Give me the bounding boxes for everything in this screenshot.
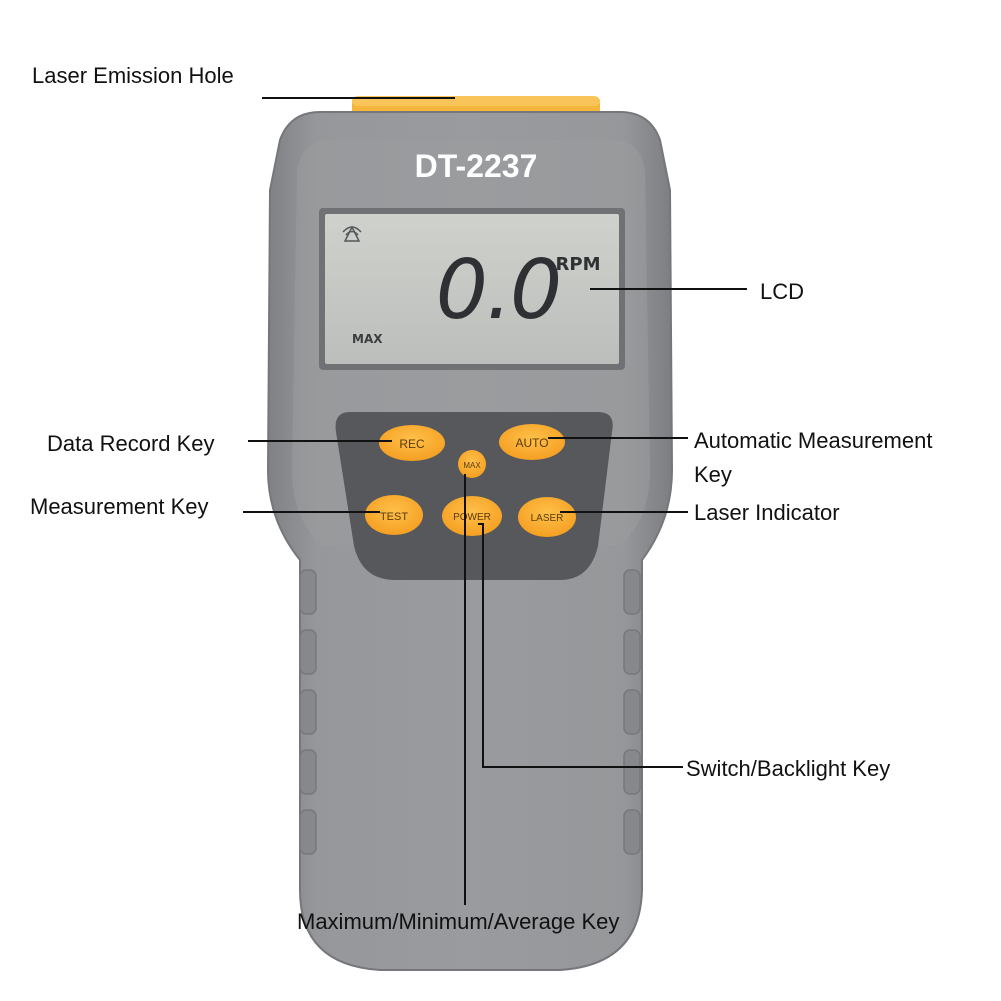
callout-measurement-key: Measurement Key bbox=[30, 494, 209, 519]
lcd-screen bbox=[325, 214, 619, 364]
side-grip-right bbox=[623, 569, 641, 855]
callout-laser-emission-hole: Laser Emission Hole bbox=[32, 63, 234, 88]
lcd-unit: RPM bbox=[556, 254, 601, 275]
rec-key[interactable]: REC bbox=[379, 425, 445, 461]
auto-key[interactable]: AUTO bbox=[499, 424, 565, 460]
callout-max-min-avg-key: Maximum/Minimum/Average Key bbox=[297, 909, 620, 934]
leader-lines bbox=[243, 97, 747, 905]
svg-text:AUTO: AUTO bbox=[515, 436, 548, 450]
lcd-reading: 0.0 bbox=[436, 243, 560, 338]
callout-switch-backlight-key: Switch/Backlight Key bbox=[686, 756, 891, 781]
test-key[interactable]: TEST bbox=[365, 495, 423, 535]
max-key[interactable]: MAX bbox=[458, 450, 486, 478]
laser-key[interactable]: LASER bbox=[518, 497, 576, 537]
svg-text:TEST: TEST bbox=[380, 511, 408, 523]
callout-laser-indicator: Laser Indicator bbox=[694, 500, 840, 525]
svg-text:MAX: MAX bbox=[463, 461, 481, 470]
signal-icon bbox=[342, 225, 362, 242]
callout-automatic-measurement-line2: Key bbox=[694, 462, 732, 487]
callout-data-record-key: Data Record Key bbox=[47, 431, 215, 456]
callout-automatic-measurement-line1: Automatic Measurement bbox=[694, 428, 933, 453]
lcd-mode: MAX bbox=[352, 332, 383, 346]
callout-lcd: LCD bbox=[760, 279, 805, 304]
svg-text:LASER: LASER bbox=[531, 513, 564, 524]
side-grip-left bbox=[299, 569, 317, 855]
callout-automatic-measurement-key: Automatic Measurement Key bbox=[694, 424, 932, 492]
model-label: DT-2237 bbox=[415, 148, 538, 184]
power-key[interactable]: POWER bbox=[442, 496, 502, 536]
svg-text:POWER: POWER bbox=[453, 512, 491, 523]
svg-text:REC: REC bbox=[399, 437, 425, 451]
